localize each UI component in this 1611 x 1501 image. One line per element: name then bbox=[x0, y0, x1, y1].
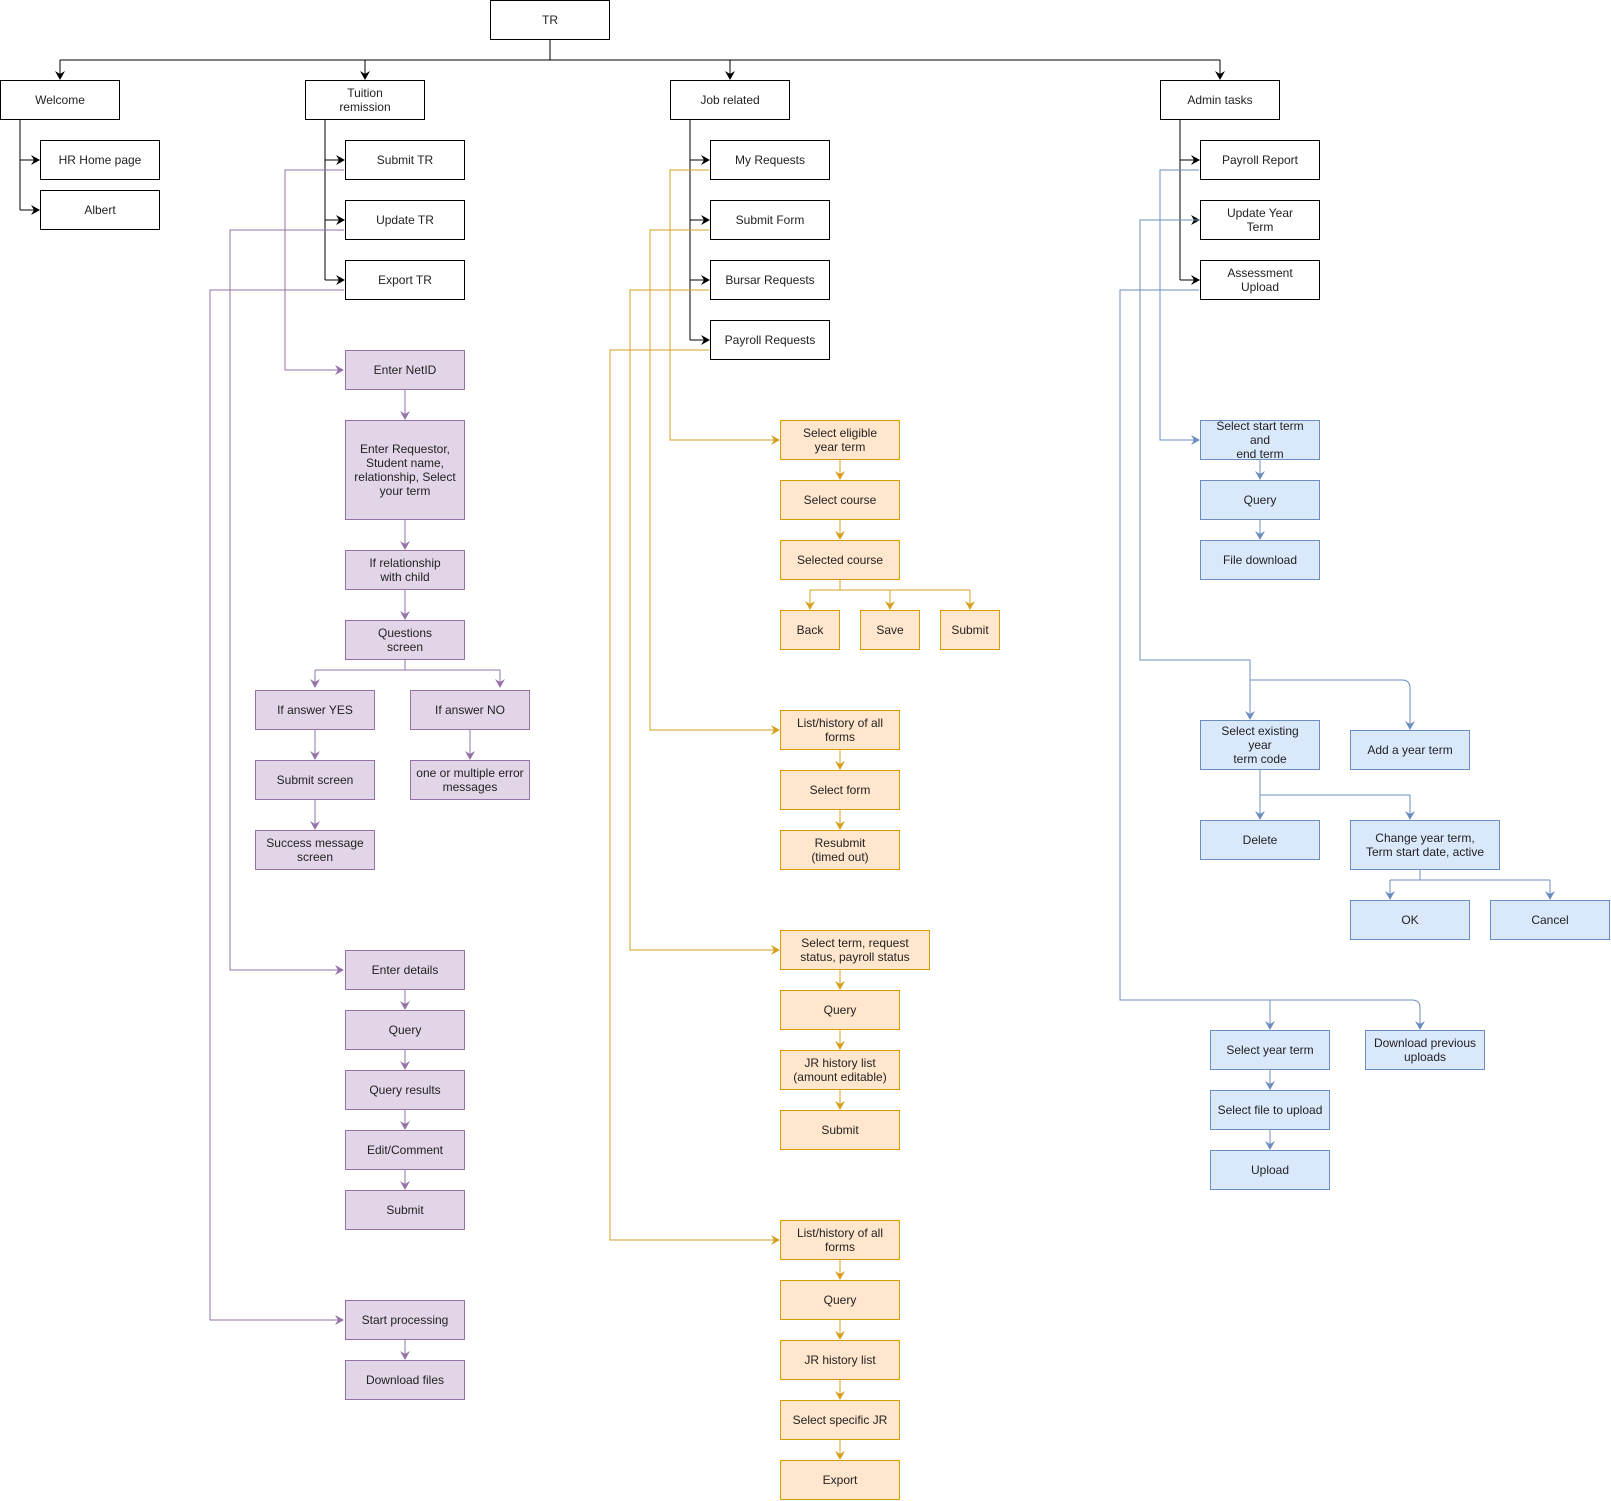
node-payroll-report: Payroll Report bbox=[1200, 140, 1320, 180]
node-select-form: Select form bbox=[780, 770, 900, 810]
node-jr-history-list-editable: JR history list (amount editable) bbox=[780, 1050, 900, 1090]
node-questions-screen: Questions screen bbox=[345, 620, 465, 660]
node-add-year-term: Add a year term bbox=[1350, 730, 1470, 770]
node-albert: Albert bbox=[40, 190, 160, 230]
node-list-history-forms-1: List/history of all forms bbox=[780, 710, 900, 750]
node-if-answer-yes: If answer YES bbox=[255, 690, 375, 730]
node-jr-query-2: Query bbox=[780, 1280, 900, 1320]
node-selected-course: Selected course bbox=[780, 540, 900, 580]
edge-export-tr-flow bbox=[209, 289, 344, 1325]
node-if-relationship-child: If relationship with child bbox=[345, 550, 465, 590]
edge-payroll-flow bbox=[609, 349, 780, 1245]
node-delete: Delete bbox=[1200, 820, 1320, 860]
node-jr-query-1: Query bbox=[780, 990, 900, 1030]
node-tuition-remission: Tuition remission bbox=[305, 80, 425, 120]
edge-payroll-report-flow bbox=[1159, 169, 1200, 445]
node-select-eligible-year-term: Select eligible year term bbox=[780, 420, 900, 460]
node-if-answer-no: If answer NO bbox=[410, 690, 530, 730]
node-select-file-to-upload: Select file to upload bbox=[1210, 1090, 1330, 1130]
node-enter-netid: Enter NetID bbox=[345, 350, 465, 390]
node-update-year-term: Update Year Term bbox=[1200, 200, 1320, 240]
node-upload: Upload bbox=[1210, 1150, 1330, 1190]
node-jr-submit-1: Submit bbox=[940, 610, 1000, 650]
edge-submit-form-flow bbox=[649, 229, 780, 735]
node-update-tr: Update TR bbox=[345, 200, 465, 240]
node-start-processing: Start processing bbox=[345, 1300, 465, 1340]
node-list-history-forms-2: List/history of all forms bbox=[780, 1220, 900, 1260]
node-change-year-term: Change year term, Term start date, activ… bbox=[1350, 820, 1500, 870]
node-error-messages: one or multiple error messages bbox=[410, 760, 530, 800]
node-select-course: Select course bbox=[780, 480, 900, 520]
node-ok: OK bbox=[1350, 900, 1470, 940]
node-welcome: Welcome bbox=[0, 80, 120, 120]
node-jr-submit-2: Submit bbox=[780, 1110, 900, 1150]
edge-submit-tr-flow bbox=[284, 169, 344, 375]
node-submit-form: Submit Form bbox=[710, 200, 830, 240]
node-select-year-term: Select year term bbox=[1210, 1030, 1330, 1070]
node-job-related: Job related bbox=[670, 80, 790, 120]
node-select-existing-year-term: Select existing year term code bbox=[1200, 720, 1320, 770]
node-resubmit: Resubmit (timed out) bbox=[780, 830, 900, 870]
node-assessment-upload: Assessment Upload bbox=[1200, 260, 1320, 300]
edge-update-tr-flow bbox=[229, 229, 344, 975]
node-jr-history-list: JR history list bbox=[780, 1340, 900, 1380]
node-export-tr: Export TR bbox=[345, 260, 465, 300]
node-download-previous-uploads: Download previous uploads bbox=[1365, 1030, 1485, 1070]
edge-bursar-flow bbox=[629, 289, 780, 955]
node-submit-tr: Submit TR bbox=[345, 140, 465, 180]
node-admin-tasks: Admin tasks bbox=[1160, 80, 1280, 120]
node-success-message-screen: Success message screen bbox=[255, 830, 375, 870]
edge-tr-top bbox=[60, 40, 1220, 61]
node-back: Back bbox=[780, 610, 840, 650]
edge-assessment-flow bbox=[1119, 289, 1275, 1030]
node-tr-submit: Submit bbox=[345, 1190, 465, 1230]
node-enter-details: Enter details bbox=[345, 950, 465, 990]
node-file-download: File download bbox=[1200, 540, 1320, 580]
node-admin-query: Query bbox=[1200, 480, 1320, 520]
edge-my-requests-flow bbox=[669, 169, 780, 445]
node-hr-home-page: HR Home page bbox=[40, 140, 160, 180]
node-select-specific-jr: Select specific JR bbox=[780, 1400, 900, 1440]
node-submit-screen: Submit screen bbox=[255, 760, 375, 800]
node-select-term-request-status: Select term, request status, payroll sta… bbox=[780, 930, 930, 970]
node-tr-query: Query bbox=[345, 1010, 465, 1050]
node-tr-edit-comment: Edit/Comment bbox=[345, 1130, 465, 1170]
node-bursar-requests: Bursar Requests bbox=[710, 260, 830, 300]
node-my-requests: My Requests bbox=[710, 140, 830, 180]
node-export: Export bbox=[780, 1460, 900, 1500]
node-cancel: Cancel bbox=[1490, 900, 1610, 940]
node-select-start-end-term: Select start term and end term bbox=[1200, 419, 1320, 461]
node-enter-requestor: Enter Requestor, Student name, relations… bbox=[345, 420, 465, 520]
node-tr-query-results: Query results bbox=[345, 1070, 465, 1110]
node-tr: TR bbox=[490, 0, 610, 40]
node-download-files: Download files bbox=[345, 1360, 465, 1400]
node-payroll-requests: Payroll Requests bbox=[710, 320, 830, 360]
node-save: Save bbox=[860, 610, 920, 650]
